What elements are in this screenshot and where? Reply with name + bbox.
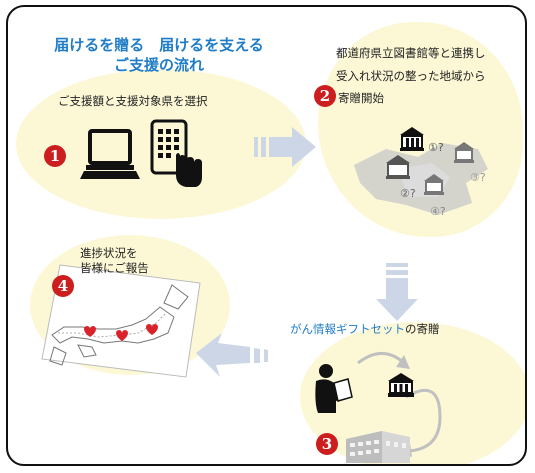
heart-icon xyxy=(146,324,158,335)
step3-number: 3 xyxy=(316,433,338,455)
library-icon xyxy=(454,142,474,163)
step2-text-line3: 寄贈開始 xyxy=(338,91,384,105)
flow-arrow-left xyxy=(196,333,268,377)
step2-text-line2: 受入れ状況の整った地域から xyxy=(336,69,486,83)
regional-map-icon xyxy=(354,127,488,215)
step4-text-line1: 進捗状況を xyxy=(80,246,138,260)
map-label-4: ④? xyxy=(430,205,446,218)
flow-arrow-right xyxy=(254,127,316,167)
step3-text-rest: の寄贈 xyxy=(405,322,440,336)
diagram-frame: 届けるを贈る 届けるを支える ご支援の流れ ご支援額と支援対象県を選択 1 都道… xyxy=(6,5,527,466)
map-label-2: ②? xyxy=(400,187,416,200)
japan-map-icon xyxy=(41,264,201,378)
laptop-icon xyxy=(80,129,140,179)
title-line2: ご支援の流れ xyxy=(113,56,204,74)
tablet-touch-icon xyxy=(150,119,202,187)
diagram-title: 届けるを贈る 届けるを支える ご支援の流れ xyxy=(24,35,294,75)
step3-text-highlight: がん情報ギフトセット xyxy=(290,322,405,336)
map-label-3: ③? xyxy=(470,171,486,184)
step1-text: ご支援額と支援対象県を選択 xyxy=(58,94,208,108)
library-icon xyxy=(400,127,424,151)
map-label-1: ①? xyxy=(428,141,444,154)
heart-icon xyxy=(84,326,96,337)
step2-number: 2 xyxy=(314,85,336,107)
step4-number: 4 xyxy=(52,275,74,297)
step3-text: がん情報ギフトセットの寄贈 xyxy=(290,321,440,337)
step4-text-line2: 皆様にご報告 xyxy=(80,261,149,275)
flow-arrow-down xyxy=(376,263,418,321)
library-icon xyxy=(386,155,410,179)
heart-icon xyxy=(116,330,128,341)
step2-text-line1: 都道府県立図書館等と連携し xyxy=(336,46,486,60)
step1-number: 1 xyxy=(44,145,66,167)
library-icon xyxy=(424,174,444,195)
building-icon xyxy=(346,431,410,463)
reader-icon xyxy=(315,364,353,413)
library-icon xyxy=(388,373,414,397)
title-line1: 届けるを贈る 届けるを支える xyxy=(54,36,264,54)
